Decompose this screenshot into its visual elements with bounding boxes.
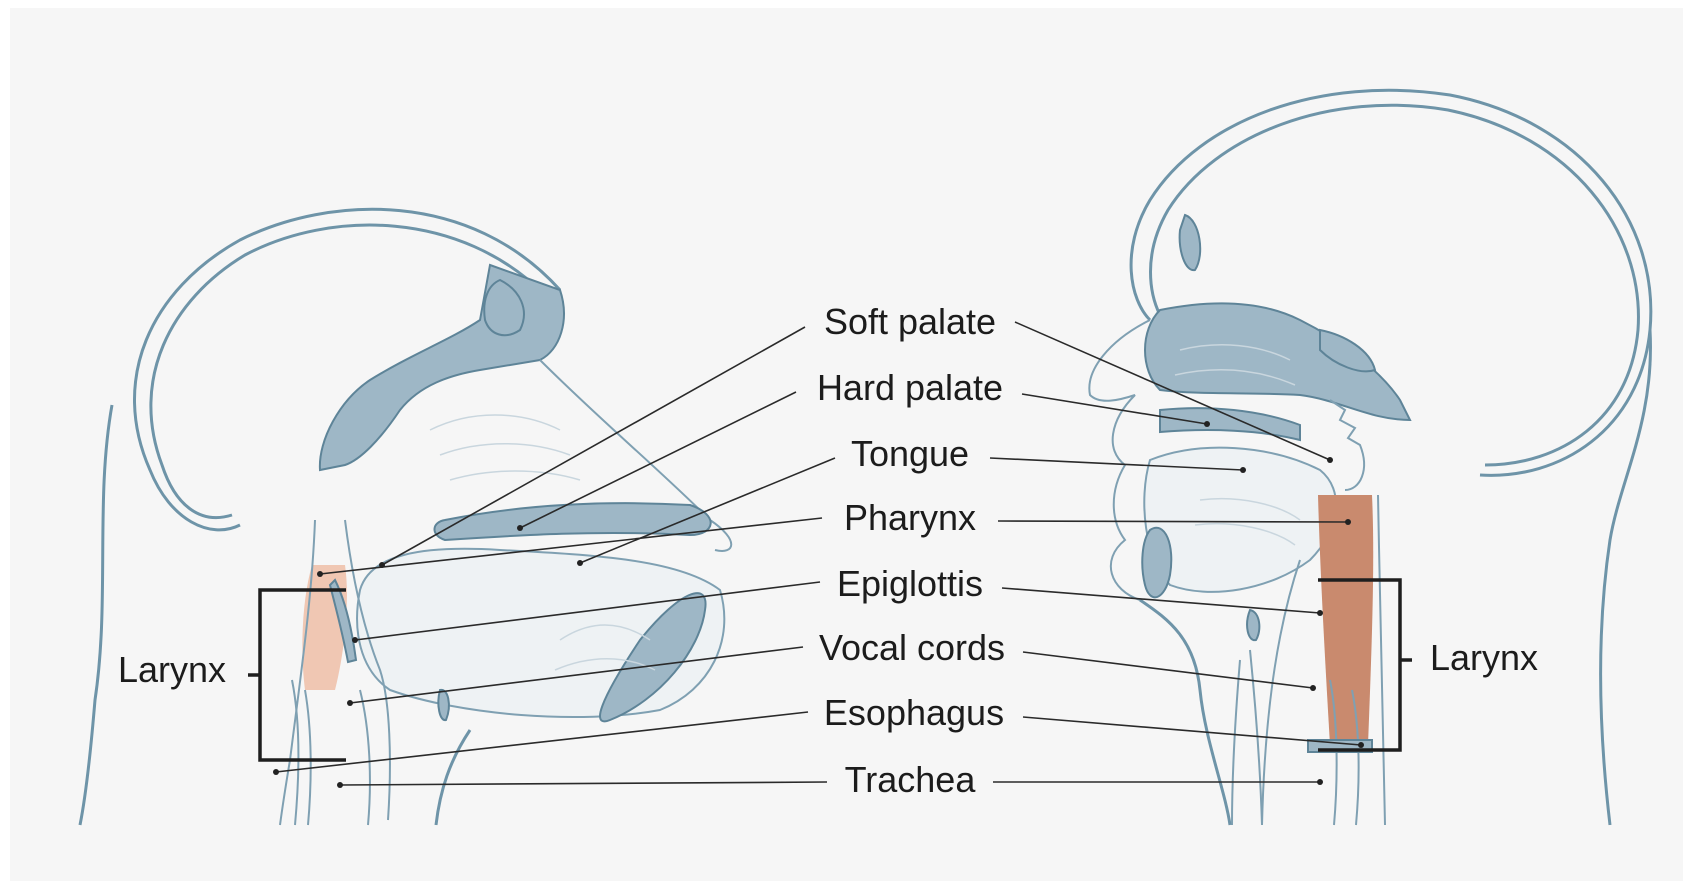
label-vocal-cords: Vocal cords [819,627,1005,668]
leader-esophagus-left [276,712,808,772]
leader-vocal-cords-right [1023,652,1313,688]
adult-airway-back [1378,495,1385,825]
adult-neck-front [1140,600,1230,825]
leader-pharynx-right [998,521,1348,522]
infant-head [80,209,731,825]
label-trachea: Trachea [845,759,977,800]
leader-esophagus-right [1023,717,1361,745]
adult-head [1089,90,1650,825]
label-pharynx: Pharynx [844,497,976,538]
label-larynx-right: Larynx [1430,637,1538,678]
label-tongue: Tongue [851,433,969,474]
label-epiglottis: Epiglottis [837,563,983,604]
adult-jaw-bone [1142,528,1171,598]
infant-neck-back [80,405,112,825]
infant-facial-bone [320,265,564,470]
label-soft-palate: Soft palate [824,301,996,342]
adult-soft-palate [1330,400,1364,490]
leader-trachea-left [340,782,827,785]
infant-neck-front [436,730,470,825]
adult-epiglottis [1247,610,1259,640]
label-esophagus: Esophagus [824,692,1004,733]
infant-skull-inner [151,225,545,517]
label-larynx-left: Larynx [118,649,226,690]
adult-pharynx [1318,495,1373,745]
adult-face-profile [1089,320,1150,600]
adult-airway-front [1262,560,1300,825]
adult-orbit-bone [1180,215,1201,270]
label-hard-palate: Hard palate [817,367,1003,408]
adult-hard-palate [1160,408,1300,440]
infant-cord [438,690,448,720]
